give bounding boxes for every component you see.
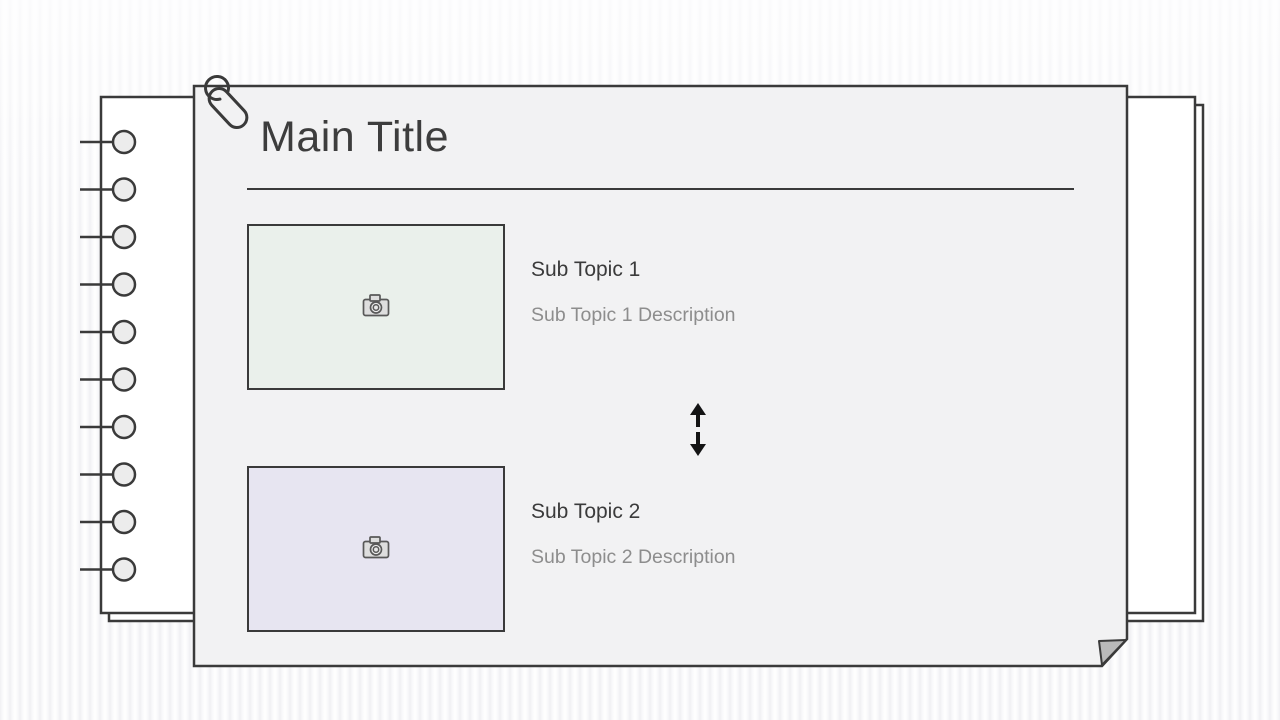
camera-icon xyxy=(362,294,390,317)
image-placeholder-2[interactable] xyxy=(247,466,505,632)
folded-corner-icon xyxy=(1098,639,1127,666)
subtopic-block-2: Sub Topic 2 Sub Topic 2 Description xyxy=(531,500,736,568)
subtopic-2-description[interactable]: Sub Topic 2 Description xyxy=(531,546,736,568)
ring-hole xyxy=(111,224,137,250)
ring-hole xyxy=(111,462,137,487)
ring-hole xyxy=(111,272,137,297)
subtopic-block-1: Sub Topic 1 Sub Topic 1 Description xyxy=(531,258,736,326)
ring-hole xyxy=(111,509,137,535)
ring-hole xyxy=(111,367,137,392)
up-down-arrow-icon xyxy=(690,403,706,456)
ring-hole xyxy=(111,414,137,440)
subtopic-2-title[interactable]: Sub Topic 2 xyxy=(531,500,641,523)
ring-hole xyxy=(111,177,137,202)
paperclip-icon xyxy=(204,75,249,130)
camera-icon xyxy=(362,536,390,559)
subtopic-1-title[interactable]: Sub Topic 1 xyxy=(531,258,641,281)
ring-hole xyxy=(111,557,137,582)
ring-hole xyxy=(111,129,137,155)
image-placeholder-1[interactable] xyxy=(247,224,505,390)
subtopic-1-description[interactable]: Sub Topic 1 Description xyxy=(531,304,736,326)
spiral-rings xyxy=(80,129,137,582)
ring-hole xyxy=(111,319,137,345)
main-title[interactable]: Main Title xyxy=(260,113,450,161)
